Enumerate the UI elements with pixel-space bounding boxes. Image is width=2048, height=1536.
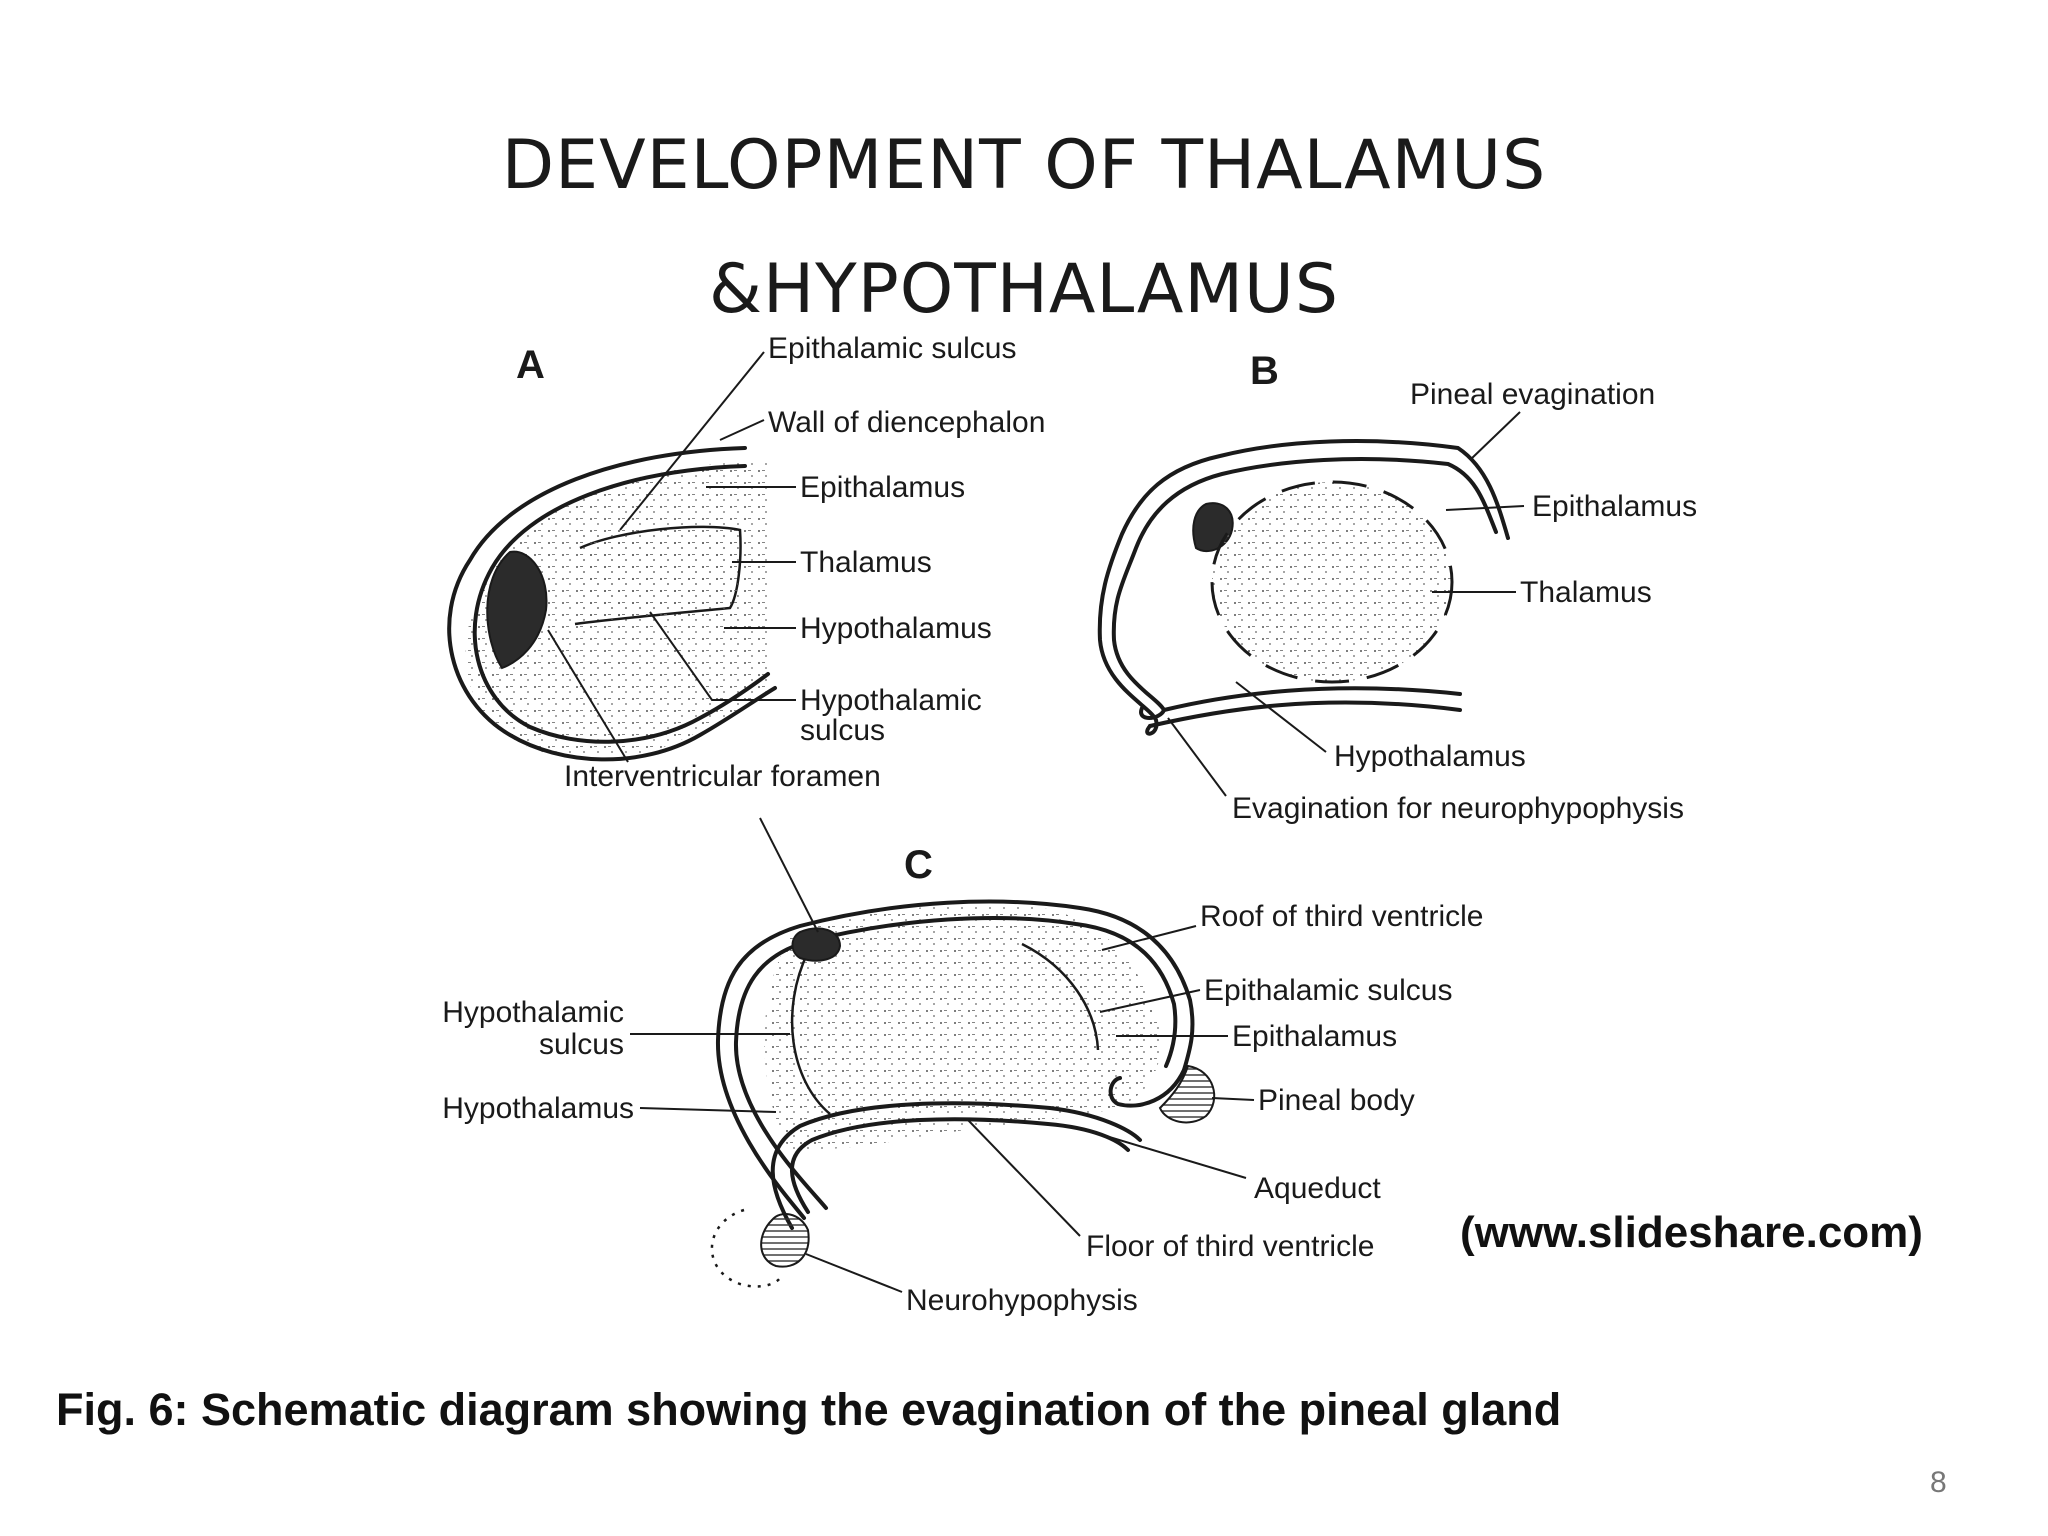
panel-b-thalamus-stipple — [1212, 482, 1452, 682]
leader-a-foramen — [547, 629, 629, 763]
label-b-thalamus: Thalamus — [1520, 576, 1652, 609]
source-credit: (www.slideshare.com) — [1456, 1208, 1927, 1258]
slide-title: DEVELOPMENT OF THALAMUS &HYPOTHALAMUS — [0, 104, 2048, 352]
slide-title-line-1: DEVELOPMENT OF THALAMUS — [501, 126, 1547, 205]
panel-c-epithalamic-sulcus-line — [1021, 942, 1100, 1051]
leader-c-roof — [1101, 925, 1197, 951]
panel-c-floor-outer — [770, 1101, 1142, 1230]
leader-a-wall — [719, 419, 765, 441]
label-c-aqueduct: Aqueduct — [1254, 1172, 1381, 1205]
panel-a: A Epithalamic sulcus Wall of diencephalo… — [447, 332, 1045, 793]
label-a-interventricular-foramen: Interventricular foramen — [564, 760, 881, 793]
panel-c-interventricular-foramen — [791, 927, 842, 962]
label-a-thalamus: Thalamus — [800, 546, 932, 579]
panel-c: C Roof of third ventricle Epithalamic su… — [442, 817, 1483, 1317]
panel-c-letter: C — [904, 843, 933, 887]
leader-c-foramen — [759, 817, 819, 933]
leader-c-neurohypophysis — [805, 1253, 903, 1293]
label-c-epithalamus: Epithalamus — [1232, 1020, 1397, 1053]
label-a-hypothalamic-sulcus-1: Hypothalamic — [800, 684, 982, 717]
leader-c-pineal-body — [1211, 1097, 1255, 1101]
label-c-epithalamic-sulcus: Epithalamic sulcus — [1204, 974, 1452, 1007]
label-a-epithalamus: Epithalamus — [800, 471, 965, 504]
leader-a-hypothalamic-sulcus — [649, 611, 796, 701]
panel-a-interventricular-foramen — [486, 550, 548, 670]
panel-b-wall-inner — [1097, 439, 1510, 736]
label-c-floor-third-ventricle: Floor of third ventricle — [1086, 1230, 1374, 1263]
leader-c-epithalamic-sulcus — [1099, 989, 1201, 1013]
leader-c-hypothalamus — [639, 1107, 777, 1113]
panel-c-hypothalamic-sulcus-line — [790, 951, 831, 1115]
leader-b-epithalamus — [1445, 505, 1525, 511]
label-b-hypothalamus: Hypothalamus — [1334, 740, 1526, 773]
label-a-wall-of-diencephalon: Wall of diencephalon — [768, 406, 1045, 439]
panel-b-floor-wall-inner — [1162, 686, 1462, 712]
label-a-epithalamic-sulcus: Epithalamic sulcus — [768, 332, 1016, 365]
panel-c-stipple — [764, 904, 1162, 1150]
panel-b-thalamus-outline — [1210, 480, 1454, 684]
leader-b-pineal-evagination — [1469, 411, 1521, 461]
panel-b: B Pineal evagination Epithalamus Thalamu… — [1097, 349, 1697, 825]
panel-a-letter: A — [516, 343, 545, 387]
leader-b-evagination-neurohypophysis — [1167, 717, 1227, 797]
panel-c-floor-inner — [790, 1117, 1130, 1214]
leader-c-aqueduct — [1105, 1135, 1247, 1179]
panel-c-neurohypophysis-dotted — [710, 1208, 782, 1288]
label-c-pineal-body: Pineal body — [1258, 1084, 1415, 1117]
label-b-epithalamus: Epithalamus — [1532, 490, 1697, 523]
page-number: 8 — [1930, 1466, 1947, 1499]
panel-b-letter: B — [1250, 349, 1279, 393]
label-a-hypothalamus: Hypothalamus — [800, 612, 992, 645]
label-c-roof-third-ventricle: Roof of third ventricle — [1200, 900, 1483, 933]
label-c-hypothalamic-sulcus-2: sulcus — [539, 1028, 624, 1061]
panel-c-pineal-body — [1158, 1064, 1216, 1124]
label-c-hypothalamic-sulcus-1: Hypothalamic — [442, 996, 624, 1029]
label-c-hypothalamus: Hypothalamus — [442, 1092, 634, 1125]
leader-c-floor — [967, 1119, 1081, 1237]
figure-caption: Fig. 6: Schematic diagram showing the ev… — [56, 1384, 1562, 1435]
panel-c-neurohypophysis — [760, 1213, 810, 1268]
panel-b-floor-wall-outer — [1148, 700, 1462, 728]
label-a-hypothalamic-sulcus-2: sulcus — [800, 714, 885, 747]
panel-c-pineal-recess — [1108, 1068, 1186, 1108]
panel-a-wall-inner — [472, 464, 770, 744]
label-c-neurohypophysis: Neurohypophysis — [906, 1284, 1138, 1317]
label-b-pineal-evagination: Pineal evagination — [1410, 378, 1655, 411]
label-b-evagination-neurohypophysis: Evagination for neurophypophysis — [1232, 792, 1684, 825]
panel-a-thalamus-stipple — [578, 532, 738, 620]
panel-a-wall-outer — [447, 446, 777, 762]
panel-b-wall-outer — [1111, 457, 1498, 720]
leader-b-hypothalamus — [1235, 681, 1327, 753]
panel-c-roof-inner — [733, 916, 1178, 1210]
leader-a-epithalamic-sulcus — [619, 351, 765, 531]
